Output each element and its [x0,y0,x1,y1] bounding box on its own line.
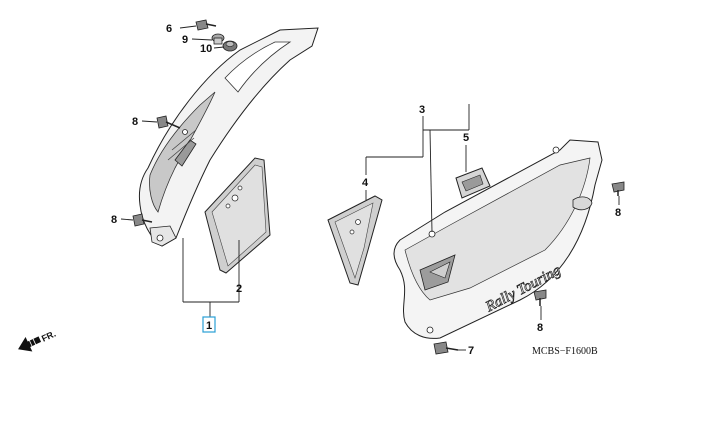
front-label: FR. [40,329,57,344]
right-side-cover[interactable]: Rally Touring [393,139,603,339]
screw-8-left-lower[interactable] [132,213,153,227]
left-side-cover[interactable] [138,27,319,247]
callout-8-left-lower[interactable]: 8 [111,214,117,226]
callout-9[interactable]: 9 [182,34,188,46]
callout-10[interactable]: 10 [200,43,212,55]
screw-8-left-upper[interactable] [156,115,181,129]
callout-8-right-lower[interactable]: 8 [537,322,543,334]
callout-5[interactable]: 5 [463,132,469,144]
screw-8-right-lower[interactable] [533,289,547,306]
callout-3[interactable]: 3 [419,104,425,116]
arrow-left-icon [18,336,42,352]
callout-8-right-upper[interactable]: 8 [615,207,621,219]
callout-4[interactable]: 4 [362,177,369,189]
callout-6[interactable]: 6 [166,23,172,35]
right-side-cover-pad[interactable] [327,195,383,286]
collar-9[interactable] [211,33,225,45]
callout-1[interactable]: 1 [206,320,212,332]
emblem-plate[interactable] [455,167,491,199]
callout-2[interactable]: 2 [236,283,242,295]
screw-8-right-upper[interactable] [611,181,625,196]
callout-7[interactable]: 7 [468,345,474,357]
callouts: 6 9 10 8 8 2 1 3 5 4 8 8 7 [111,23,621,357]
front-direction-arrow: FR. [18,329,57,352]
diagram-code: MCBS−F1600B [532,346,598,357]
leader-lines [120,25,620,351]
callout-1-highlight [202,316,216,333]
bolt-6[interactable] [195,19,217,31]
grommet-10[interactable] [222,40,238,52]
bolt-7[interactable] [433,341,459,355]
left-side-cover-pad[interactable] [204,157,271,274]
callout-8-left-upper[interactable]: 8 [132,116,138,128]
